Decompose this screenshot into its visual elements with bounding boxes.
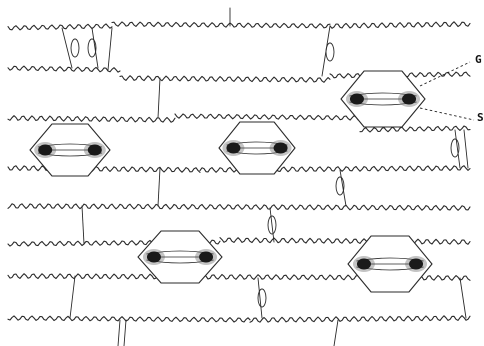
wall-pit-4	[450, 138, 460, 158]
wall-pit-5	[267, 215, 277, 235]
cross-wall-12	[269, 207, 275, 243]
label-s: S	[477, 111, 484, 124]
nucleus-right	[199, 251, 214, 263]
cell-wall-16	[7, 315, 251, 323]
wall-pit-7	[257, 288, 267, 308]
stoma-5	[347, 235, 433, 293]
nucleus-right	[409, 258, 424, 270]
wall-pit-2	[87, 38, 97, 58]
leader-line-g	[419, 61, 471, 87]
nucleus-right	[402, 93, 417, 105]
cell-wall-2	[111, 21, 331, 29]
stomata-group	[29, 70, 433, 293]
cell-wall-10	[7, 165, 201, 173]
cell-wall-17	[249, 315, 471, 323]
nucleus-left	[146, 251, 161, 263]
cell-wall-12	[7, 203, 471, 211]
cross-wall-13	[69, 275, 76, 319]
wall-pit-6	[335, 176, 345, 196]
nucleus-left	[356, 258, 371, 270]
wall-pit-1	[70, 38, 80, 58]
cell-wall-5	[119, 75, 331, 83]
cross-wall-8	[463, 129, 469, 169]
stoma-2	[29, 123, 111, 177]
leader-line-s	[419, 107, 475, 121]
stoma-1	[340, 70, 426, 128]
nucleus-left	[38, 144, 53, 156]
cross-wall-10	[339, 169, 347, 207]
leader-lines	[419, 61, 475, 121]
cross-wall-14	[257, 277, 263, 319]
cross-wall-15	[459, 277, 467, 319]
cell-wall-9	[359, 125, 471, 133]
cross-wall-11	[81, 205, 85, 245]
label-g: G	[475, 53, 482, 66]
cell-wall-8	[174, 113, 361, 121]
cell-wall-14	[219, 237, 471, 245]
cell-wall-4	[7, 65, 121, 73]
nucleus-left	[349, 93, 364, 105]
cross-wall-18	[333, 319, 339, 346]
stoma-4	[137, 230, 223, 284]
cell-wall-7	[7, 115, 176, 123]
cross-wall-3	[91, 27, 99, 69]
cross-wall-6	[157, 77, 161, 119]
nucleus-right	[273, 142, 288, 154]
cross-wall-9	[157, 167, 161, 207]
cross-wall-17	[123, 319, 127, 346]
cell-wall-3	[329, 21, 471, 29]
cell-wall-1	[7, 23, 113, 31]
cross-wall-16	[117, 319, 121, 346]
cross-walls	[61, 7, 469, 346]
stoma-3	[218, 121, 296, 175]
nucleus-left	[226, 142, 241, 154]
cross-wall-2	[61, 27, 73, 69]
nucleus-right	[87, 144, 102, 156]
cross-wall-4	[107, 27, 113, 71]
wall-pit-3	[325, 42, 335, 62]
cross-wall-7	[454, 129, 461, 169]
